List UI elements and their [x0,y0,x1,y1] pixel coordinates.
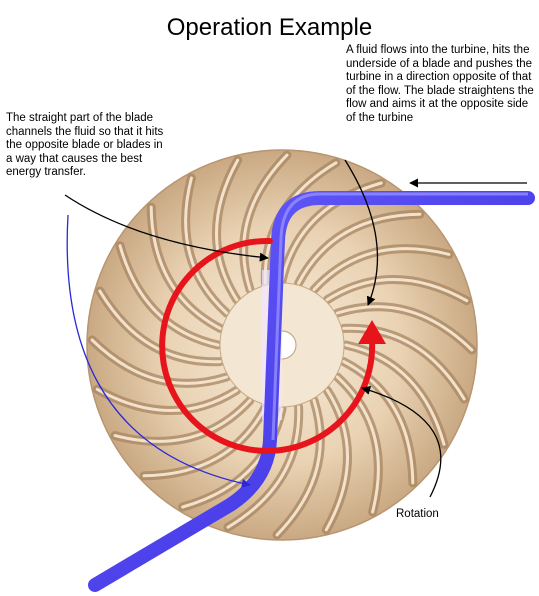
rotation-arrow [159,237,376,454]
turbine-blade-highlight [342,360,415,485]
turbine-blade-highlight [184,176,229,315]
turbine-blade-highlight [142,405,267,478]
turbine-blade-highlight [335,305,474,352]
blade-underside-pointer-arrow [344,159,379,306]
turbine-blade-highlight [95,387,239,412]
page-title: Operation Example [166,14,373,41]
turbine-blade-highlight [297,212,422,285]
opposite-blade-pointer-arrow [66,214,251,488]
rotation-pointer-arrow [361,385,442,498]
turbine-blades [87,150,477,540]
annotation-flow-into-turbine: A fluid flows into the turbine, hits the… [346,44,534,124]
turbine-blade-highlight [312,247,451,292]
turbine-blade-highlight [275,398,322,537]
rotation-arrowhead [358,320,386,344]
turbine-blade-highlight [335,375,380,514]
turbine-blade-highlight [344,343,446,446]
turbine-blade-highlight [118,244,220,347]
turbine-blade-highlight [325,278,469,303]
fluid-flow-pipe [88,191,535,592]
turbine-blade-highlight [280,181,383,283]
annotation-straight-part: The straight part of the blade channels … [6,112,164,178]
fluid-flow-pipe-highlight [271,192,528,441]
turbine-blade-highlight [98,289,222,364]
turbine-blade-highlight [324,388,349,532]
turbine-blade-highlight [342,326,466,401]
turbine-blade-highlight [113,398,252,443]
turbine-blade-highlight [226,405,301,529]
turbine-blade-highlight [242,153,289,292]
annotation-rotation: Rotation [396,508,439,520]
turbine-blade-highlight [90,338,229,385]
turbine-blade-highlight [215,158,240,302]
turbine-blade-highlight [149,205,222,330]
straight-part-pointer-arrow [64,194,269,262]
